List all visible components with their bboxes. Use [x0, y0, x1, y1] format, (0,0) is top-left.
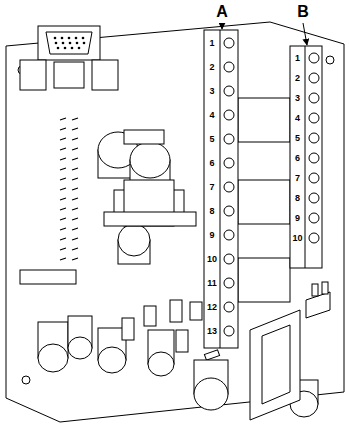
- pin-number: 9: [205, 230, 219, 240]
- pin-number: 3: [205, 86, 219, 96]
- pin-number: 9: [291, 213, 305, 223]
- pin-number: 6: [291, 153, 305, 163]
- mount-hole: [22, 376, 30, 384]
- pin-number: 1: [291, 53, 305, 63]
- pin-number: 12: [205, 302, 219, 312]
- ic-chip: [20, 270, 76, 284]
- pin-number: 10: [291, 233, 305, 243]
- pin-number: 3: [291, 93, 305, 103]
- terminal-strip: [290, 46, 322, 268]
- pin-number: 2: [205, 62, 219, 72]
- pin-number: 8: [205, 206, 219, 216]
- pin-number: 6: [205, 158, 219, 168]
- leader-arrow: [303, 23, 307, 45]
- transformer: [104, 180, 196, 226]
- pin-number: 4: [291, 113, 305, 123]
- pin-number: 11: [205, 278, 219, 288]
- relay: [238, 98, 290, 302]
- pin-number: 10: [205, 254, 219, 264]
- pin-header: [60, 118, 78, 260]
- board-outline: [6, 22, 344, 422]
- pin-number: 7: [205, 182, 219, 192]
- pin-number: 7: [291, 173, 305, 183]
- pin-number: 5: [205, 134, 219, 144]
- terminal-screw: [309, 53, 319, 243]
- terminal-screw: [224, 38, 234, 336]
- leader-arrow: [222, 23, 223, 29]
- terminal-strip: [204, 30, 238, 348]
- mount-hole: [326, 56, 334, 64]
- diode: [122, 300, 202, 352]
- pin-number: 4: [205, 110, 219, 120]
- pin-number: 1: [205, 38, 219, 48]
- fuse-holder: [250, 282, 330, 420]
- pin-number: 8: [291, 193, 305, 203]
- part-letter: B: [293, 3, 313, 21]
- vga-connector: [20, 26, 118, 90]
- part-letter: A: [212, 3, 232, 21]
- pin-number: 13: [205, 326, 219, 336]
- pin-number: 2: [291, 73, 305, 83]
- pin-number: 5: [291, 133, 305, 143]
